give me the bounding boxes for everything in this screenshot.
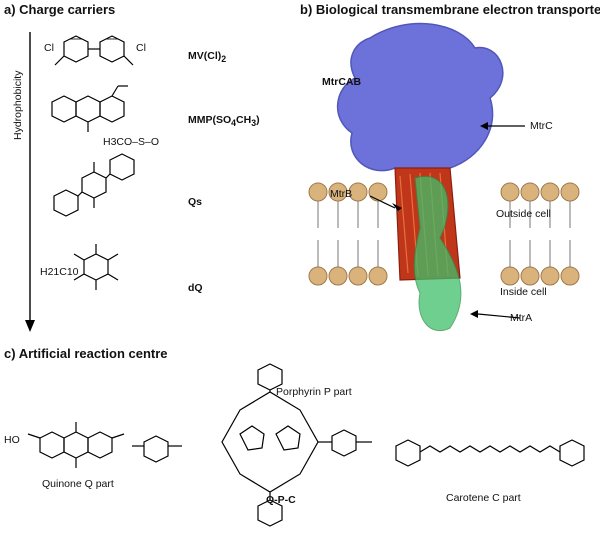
- hydrophobicity-arrow-head: [25, 320, 35, 332]
- panel-b-diagram: [308, 22, 580, 331]
- mtrb-label: MtrB: [330, 188, 353, 200]
- ho-label: HO: [4, 434, 20, 446]
- panel-c-title: c) Artificial reaction centre: [4, 346, 168, 361]
- lipid-head: [520, 266, 540, 286]
- mtrc-label: MtrC: [530, 120, 553, 132]
- mtrc-arrowhead: [480, 122, 488, 130]
- mtrb-arrow: [369, 195, 396, 209]
- mtrcab-label: MtrCAB: [322, 76, 362, 88]
- qpc-label: Q-P-C: [266, 494, 296, 506]
- mmp-structure: [51, 85, 128, 132]
- pyrrole-1: [239, 425, 265, 451]
- lipid-head: [308, 266, 328, 286]
- amide-phenyl-2: [331, 429, 357, 457]
- carotene-ring: [559, 439, 585, 467]
- lipid-head: [500, 182, 520, 202]
- carrier-mv: MV(Cl)2: [188, 50, 227, 65]
- pyrrole-2: [275, 425, 301, 451]
- lipid-head: [500, 266, 520, 286]
- panel-c-diagram: [27, 363, 585, 527]
- carrier-mmp: MMP(SO4CH3): [188, 114, 260, 129]
- hydrophobicity-label: Hydrophobicity: [12, 70, 24, 140]
- quinone-ring-2: [63, 431, 89, 459]
- outside-cell-label: Outside cell: [496, 208, 551, 220]
- quinone-label: Quinone Q part: [42, 478, 114, 490]
- mv-cl2: Cl: [136, 42, 146, 54]
- mtrb-arrowhead: [392, 203, 402, 211]
- panel-a-title: a) Charge carriers: [4, 2, 116, 17]
- lipid-head: [368, 182, 388, 202]
- lipid-head: [540, 266, 560, 286]
- carrier-qs: Qs: [188, 196, 203, 208]
- mtra-label: MtrA: [510, 312, 533, 324]
- lipid-head: [520, 182, 540, 202]
- quinone-ring-3: [87, 431, 113, 459]
- panel-b-title: b) Biological transmembrane electron tra…: [300, 2, 600, 17]
- lipid-head: [540, 182, 560, 202]
- lipid-head: [308, 182, 328, 202]
- lipid-head: [560, 266, 580, 286]
- porphyrin-core: [221, 391, 319, 493]
- qs-structure: [53, 153, 135, 217]
- porphyrin-top-phenyl: [257, 363, 283, 391]
- mtrc-protein: [336, 22, 504, 179]
- lipid-head: [328, 266, 348, 286]
- mtra-arrow: [477, 313, 521, 319]
- membrane: [308, 182, 580, 286]
- mtra-arrowhead: [470, 310, 478, 318]
- dq-alkyl: H21C10: [40, 266, 79, 278]
- inside-cell-label: Inside cell: [500, 286, 547, 298]
- lipid-head: [368, 266, 388, 286]
- quinone-ring-1: [39, 431, 65, 459]
- amide-phenyl-1: [143, 435, 169, 463]
- carotene-label: Carotene C part: [446, 492, 521, 504]
- mtra-protein: [413, 175, 462, 331]
- dq-structure: [73, 244, 119, 290]
- carotene-chain: [419, 445, 561, 453]
- panel-a-diagram: [25, 32, 135, 332]
- mv-structure: [54, 35, 134, 66]
- mv-cl1: Cl: [44, 42, 54, 54]
- lipid-head: [348, 266, 368, 286]
- carrier-dq: dQ: [188, 282, 203, 294]
- lipid-head: [560, 182, 580, 202]
- carotene-phenyl: [395, 439, 421, 467]
- porphyrin-label: Porphyrin P part: [276, 386, 352, 398]
- mmp-sulfate: H3CO–S–O: [103, 136, 160, 148]
